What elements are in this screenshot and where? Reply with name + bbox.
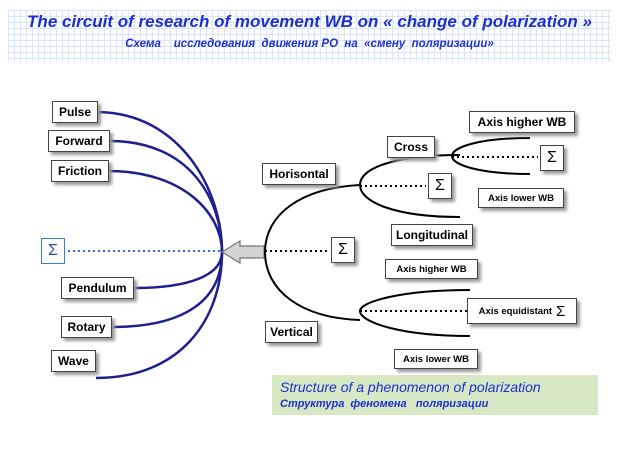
axis-equidistant-label: Axis equidistant — [478, 305, 553, 317]
footer-subtitle: Структура феномена поляризации — [280, 398, 489, 410]
box-forward: Forward — [48, 130, 110, 152]
box-pendulum: Pendulum — [61, 277, 134, 299]
sigma-box-center: Σ — [331, 237, 355, 263]
box-vertical: Vertical — [265, 321, 318, 343]
sigma-box-left: Σ — [41, 238, 65, 264]
sigma-box-top-right: Σ — [540, 145, 564, 171]
box-rotary: Rotary — [61, 316, 112, 338]
box-cross: Cross — [387, 136, 435, 158]
box-axis-equidistant: Axis equidistant Σ — [467, 298, 577, 324]
sigma-box-top: Σ — [428, 173, 452, 199]
curve-wave — [95, 251, 224, 380]
header-banner: The circuit of research of movement WB o… — [8, 10, 611, 62]
box-longitudinal: Longitudinal — [391, 224, 473, 246]
box-pulse: Pulse — [52, 101, 98, 123]
axis-equidistant-sigma: Σ — [556, 302, 566, 320]
box-axis-lower-top: Axis lower WB — [478, 188, 564, 208]
footer-title: Structure of a phenomenon of polarizatio… — [280, 379, 541, 395]
curve-pulse — [95, 110, 224, 253]
box-axis-higher-top: Axis higher WB — [469, 111, 575, 133]
page-subtitle: Схема исследования движения РО на «смену… — [125, 38, 494, 50]
curve-friction — [107, 169, 224, 253]
box-axis-higher-bottom: Axis higher WB — [385, 259, 478, 279]
box-wave: Wave — [51, 350, 96, 372]
box-horisontal: Horisontal — [262, 163, 336, 185]
curve-forward — [109, 139, 224, 253]
box-friction: Friction — [51, 160, 109, 182]
curve-pendulum — [133, 251, 224, 290]
fork-bottom — [358, 289, 471, 337]
page-title: The circuit of research of movement WB o… — [27, 12, 592, 31]
box-axis-lower-bottom: Axis lower WB — [394, 349, 478, 369]
footer-panel: Structure of a phenomenon of polarizatio… — [272, 375, 598, 415]
left-arrow — [220, 239, 265, 265]
